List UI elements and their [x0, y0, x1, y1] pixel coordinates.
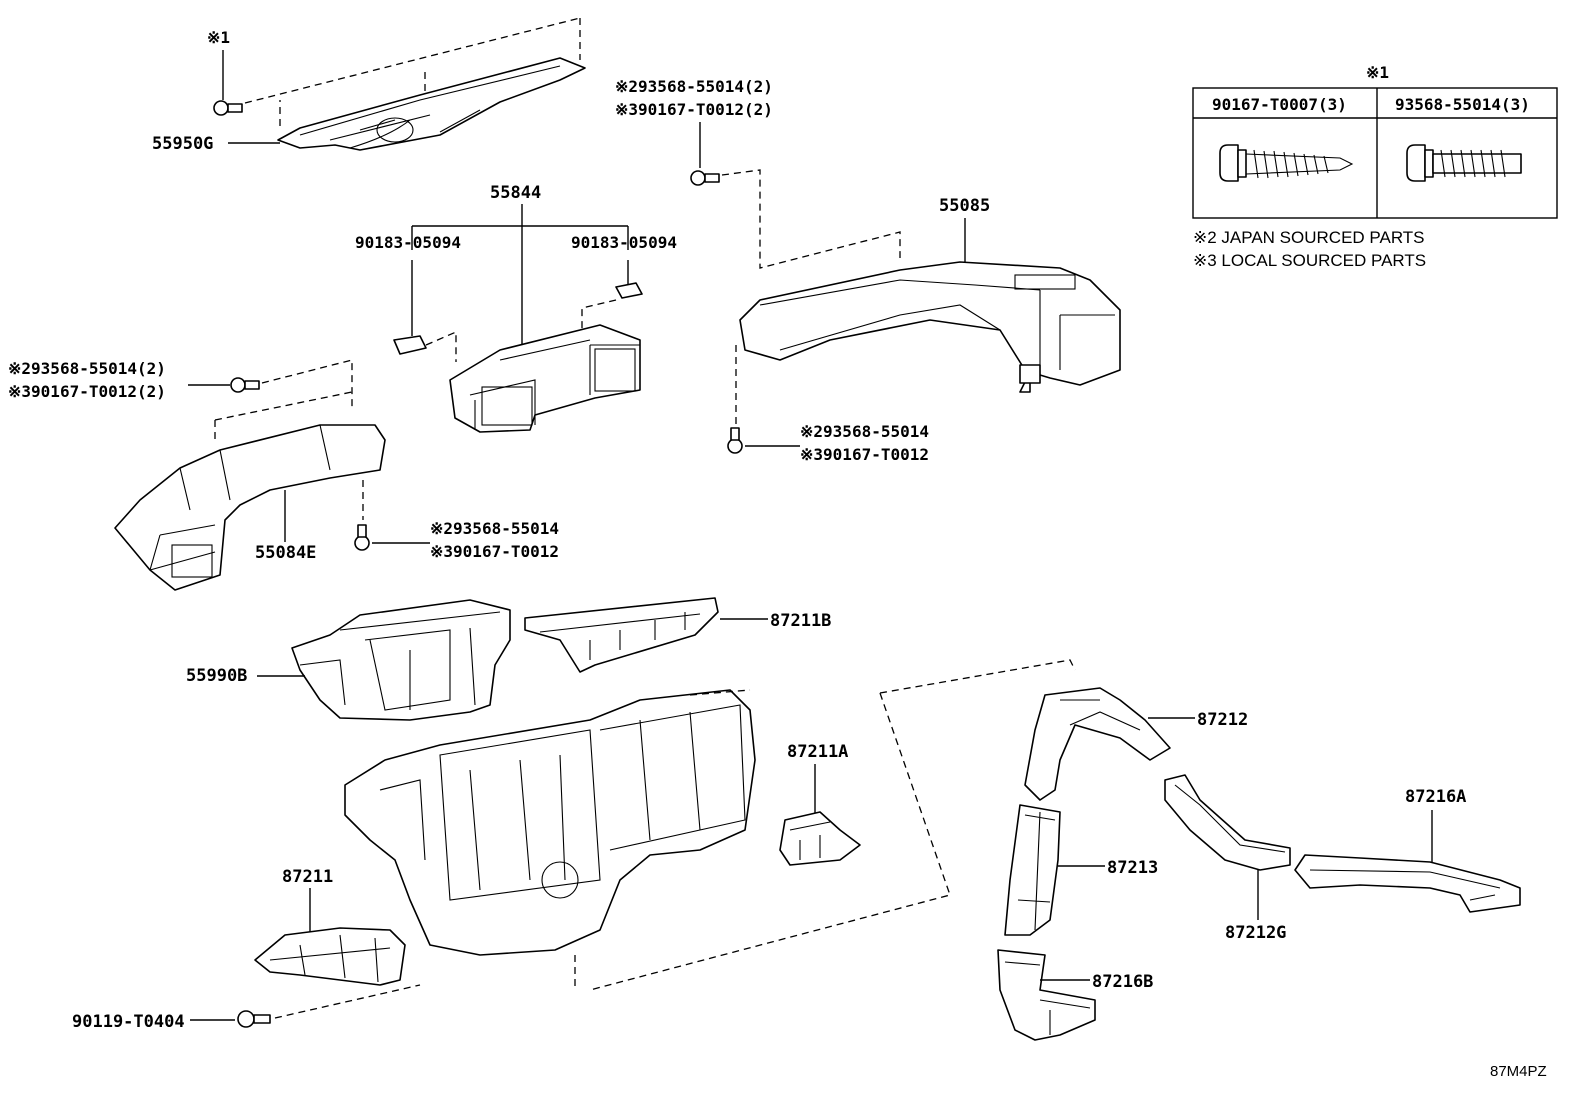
part-label-87216A: 87216A: [1405, 787, 1466, 807]
part-55085: ※293568-55014(2) ※390167-T0012(2) 55085 …: [615, 77, 1121, 464]
legend-note-japan: ※2 JAPAN SOURCED PARTS: [1193, 228, 1425, 247]
part-label-87212G: 87212G: [1225, 923, 1286, 943]
mark-label: ※1: [207, 28, 230, 47]
legend-col2-part: 93568-55014(3): [1395, 95, 1530, 114]
screw-icon: [1219, 144, 1354, 182]
part-label-55084E: 55084E: [255, 543, 316, 563]
part-label-55085: 55085: [939, 196, 990, 216]
part-87211A: 87211A: [779, 742, 861, 866]
fastener-legend-table: ※1 90167-T0007(3) 93568-55014(3) ※2 JAPA…: [1192, 63, 1558, 270]
legend-mark: ※1: [1366, 63, 1389, 82]
part-55084E: ※293568-55014(2) ※390167-T0012(2) 55084E…: [8, 359, 559, 591]
part-87216A: 87216A: [1294, 787, 1521, 913]
callout-55085-bot-japan: ※293568-55014: [800, 422, 929, 441]
callout-55085-top-local: ※390167-T0012(2): [615, 100, 773, 119]
legend-note-local: ※3 LOCAL SOURCED PARTS: [1193, 251, 1426, 270]
part-label-87212: 87212: [1197, 710, 1248, 730]
part-label-55950G: 55950G: [152, 134, 213, 154]
callout-55085-top-japan: ※293568-55014(2): [615, 77, 773, 96]
callout-55084-top-japan: ※293568-55014(2): [8, 359, 166, 378]
callout-55084-bot-local: ※390167-T0012: [430, 542, 559, 561]
part-label-87211B: 87211B: [770, 611, 831, 631]
part-label-90119: 90119-T0404: [72, 1012, 185, 1032]
part-label-55990B: 55990B: [186, 666, 247, 686]
part-87211B: 87211B: [524, 597, 831, 673]
callout-55085-bot-local: ※390167-T0012: [800, 445, 929, 464]
part-label-87216B: 87216B: [1092, 972, 1153, 992]
part-87213: 87213: [1004, 804, 1158, 936]
callout-55084-top-local: ※390167-T0012(2): [8, 382, 166, 401]
part-label-55844: 55844: [490, 183, 541, 203]
diagram-code: 87M4PZ: [1490, 1063, 1547, 1080]
callout-55084-bot-japan: ※293568-55014: [430, 519, 559, 538]
part-87212: 87212: [1024, 687, 1248, 801]
part-55950G: ※1 55950G: [152, 17, 586, 154]
part-87216B: 87216B: [997, 949, 1153, 1041]
part-55990B: 55990B: [186, 599, 511, 721]
part-87211: 87211 90119-T0404: [72, 867, 421, 1032]
part-label-87211: 87211: [282, 867, 333, 887]
part-label-90183-left: 90183-05094: [355, 233, 461, 252]
screw-icon: [1406, 144, 1522, 182]
part-label-87211A: 87211A: [787, 742, 848, 762]
part-87212G: 87212G: [1164, 774, 1291, 943]
part-label-90183-right: 90183-05094: [571, 233, 677, 252]
hvac-unit: [344, 689, 756, 990]
legend-col1-part: 90167-T0007(3): [1212, 95, 1347, 114]
part-label-87213: 87213: [1107, 858, 1158, 878]
part-55844: 55844 90183-05094 90183-05094: [355, 183, 677, 433]
